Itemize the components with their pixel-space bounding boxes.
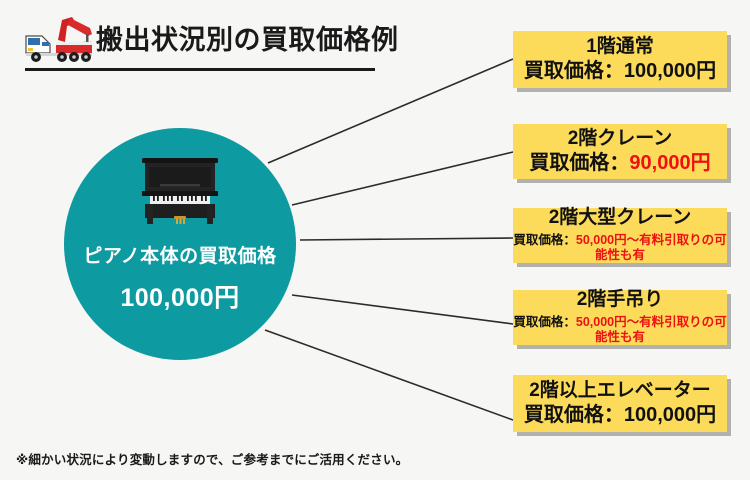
price-value: 100,000円: [623, 404, 717, 427]
footer-note: ※細かい状況により変動しますので、ご参考までにご活用ください。: [16, 453, 409, 467]
circle-price: 100,000円: [120, 284, 240, 312]
connector-line-3: [299, 237, 514, 241]
title-underline: [25, 68, 375, 71]
price-box-title: 2階手吊り: [576, 288, 664, 310]
connector-line-4: [291, 294, 514, 325]
price-box-subtitle: 買取価格：50,000円〜有料引取りの可能性も有: [513, 315, 727, 346]
price-box-4[interactable]: 2階手吊り 買取価格：50,000円〜有料引取りの可能性も有: [513, 288, 727, 346]
price-box-1[interactable]: 1階通常 買取価格：100,000円: [513, 31, 727, 88]
upright-piano-icon: [134, 154, 226, 228]
crane-truck-icon: [22, 12, 94, 64]
piano-value-circle: ピアノ本体の買取価格 100,000円: [64, 128, 296, 360]
price-box-title: 1階通常: [586, 35, 654, 57]
price-label: 買取価格：: [523, 60, 624, 83]
price-value: 50,000円〜有料引取りの可能性も有: [575, 232, 727, 263]
price-box-2[interactable]: 2階クレーン 買取価格：90,000円: [513, 124, 727, 179]
price-label: 買取価格：: [529, 152, 630, 175]
circle-label: ピアノ本体の買取価格: [83, 246, 277, 267]
price-box-5[interactable]: 2階以上エレベーター 買取価格：100,000円: [513, 375, 727, 432]
connector-line-5: [264, 329, 514, 421]
price-value: 50,000円〜有料引取りの可能性も有: [575, 314, 727, 345]
price-box-subtitle: 買取価格：100,000円: [524, 404, 716, 427]
price-value: 90,000円: [629, 152, 711, 175]
price-box-subtitle: 買取価格：100,000円: [524, 60, 716, 83]
header: 搬出状況別の買取価格例: [0, 0, 750, 80]
price-label: 買取価格：: [523, 404, 624, 427]
connector-line-2: [291, 151, 514, 206]
price-box-title: 2階大型クレーン: [548, 206, 692, 228]
price-box-subtitle: 買取価格：90,000円: [529, 152, 710, 175]
page-title: 搬出状況別の買取価格例: [96, 25, 399, 55]
price-label: 買取価格：: [513, 232, 576, 247]
price-box-3[interactable]: 2階大型クレーン 買取価格：50,000円〜有料引取りの可能性も有: [513, 206, 727, 264]
price-box-title: 2階以上エレベーター: [529, 379, 711, 401]
price-label: 買取価格：: [513, 314, 576, 329]
price-value: 100,000円: [623, 60, 717, 83]
price-box-subtitle: 買取価格：50,000円〜有料引取りの可能性も有: [513, 233, 727, 264]
price-box-title: 2階クレーン: [567, 127, 673, 149]
